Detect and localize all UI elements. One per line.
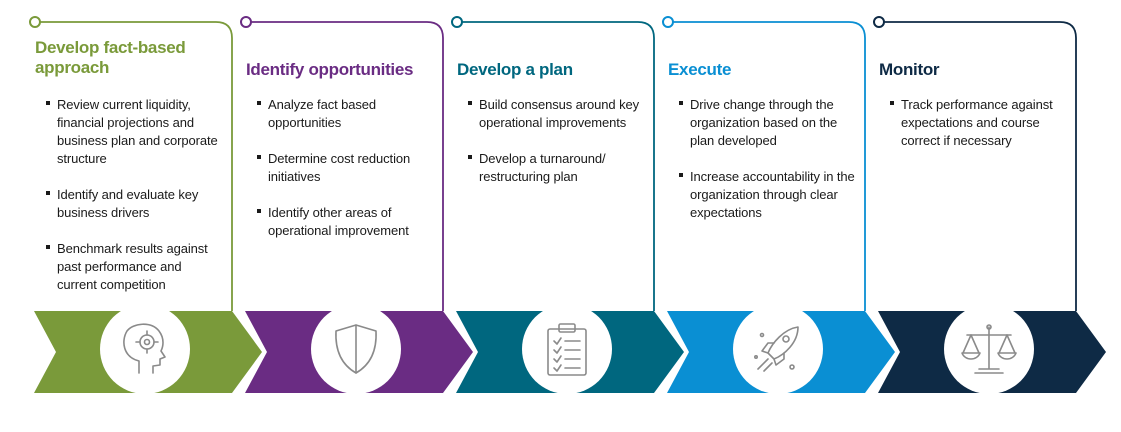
stage-2-connector-dot bbox=[240, 16, 252, 28]
stage-3-bullet-1: Build consensus around key operational i… bbox=[467, 96, 645, 132]
stage-2-bullet-2: Determine cost reduction initiatives bbox=[256, 150, 434, 186]
stage-4 bbox=[662, 16, 895, 394]
stage-2-bullet-3: Identify other areas of operational impr… bbox=[256, 204, 434, 240]
stage-1-bullet-3: Benchmark results against past performan… bbox=[45, 240, 223, 294]
stage-5-title: Monitor bbox=[879, 60, 940, 79]
stage-3-icon-circle bbox=[522, 304, 612, 394]
stage-3-frame bbox=[462, 21, 655, 311]
scales-icon bbox=[961, 324, 1017, 374]
stage-4-title: Execute bbox=[668, 60, 732, 79]
stage-1-bullets: Review current liquidity, financial proj… bbox=[45, 96, 223, 312]
rocket-icon bbox=[753, 326, 799, 372]
stage-2-title: Identify opportunities bbox=[246, 60, 414, 79]
stage-3-bullet-2: Develop a turnaround/ restructuring plan bbox=[467, 150, 645, 186]
stage-5-frame bbox=[884, 21, 1077, 311]
stage-4-bullets: Drive change through the organization ba… bbox=[678, 96, 856, 240]
stage-1 bbox=[29, 16, 262, 394]
shield-icon bbox=[335, 324, 377, 374]
stage-1-bullet-2: Identify and evaluate key business drive… bbox=[45, 186, 223, 222]
stage-3 bbox=[451, 16, 684, 394]
stage-3-bullets: Build consensus around key operational i… bbox=[467, 96, 645, 204]
stage-5-connector-dot bbox=[873, 16, 885, 28]
stage-4-frame bbox=[673, 21, 866, 311]
stage-5-bullets: Track performance against expectations a… bbox=[889, 96, 1067, 168]
stage-3-title: Develop a plan bbox=[457, 60, 573, 79]
stage-1-connector-dot bbox=[29, 16, 41, 28]
stage-2 bbox=[240, 16, 473, 394]
stage-4-icon-circle bbox=[733, 304, 823, 394]
stage-2-bullets: Analyze fact based opportunities Determi… bbox=[256, 96, 434, 258]
head-target-icon bbox=[123, 323, 166, 374]
stage-3-connector-dot bbox=[451, 16, 463, 28]
stage-4-bullet-2: Increase accountability in the organizat… bbox=[678, 168, 856, 222]
stage-5 bbox=[873, 16, 1106, 394]
stage-4-bullet-1: Drive change through the organization ba… bbox=[678, 96, 856, 150]
clipboard-checklist-icon bbox=[547, 323, 587, 376]
stage-4-connector-dot bbox=[662, 16, 674, 28]
stage-1-title: Develop fact-based approach bbox=[35, 38, 186, 77]
stage-1-bullet-1: Review current liquidity, financial proj… bbox=[45, 96, 223, 168]
stage-1-frame bbox=[40, 21, 233, 311]
stage-2-bullet-1: Analyze fact based opportunities bbox=[256, 96, 434, 132]
stage-5-bullet-1: Track performance against expectations a… bbox=[889, 96, 1067, 150]
stage-2-frame bbox=[251, 21, 444, 311]
